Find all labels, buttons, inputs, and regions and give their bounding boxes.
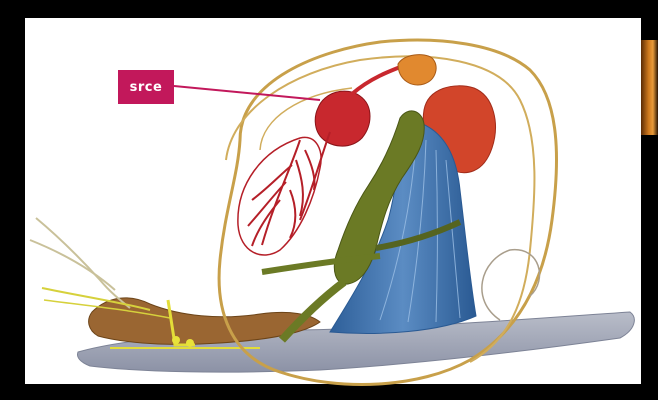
tentacle (36, 218, 130, 308)
heart-label: srce (118, 70, 174, 104)
leader-line (174, 86, 320, 100)
heart (315, 91, 370, 146)
shell-coil (482, 250, 540, 320)
ganglion (172, 336, 180, 344)
albumen-gland (398, 55, 436, 85)
ganglion (186, 339, 194, 347)
